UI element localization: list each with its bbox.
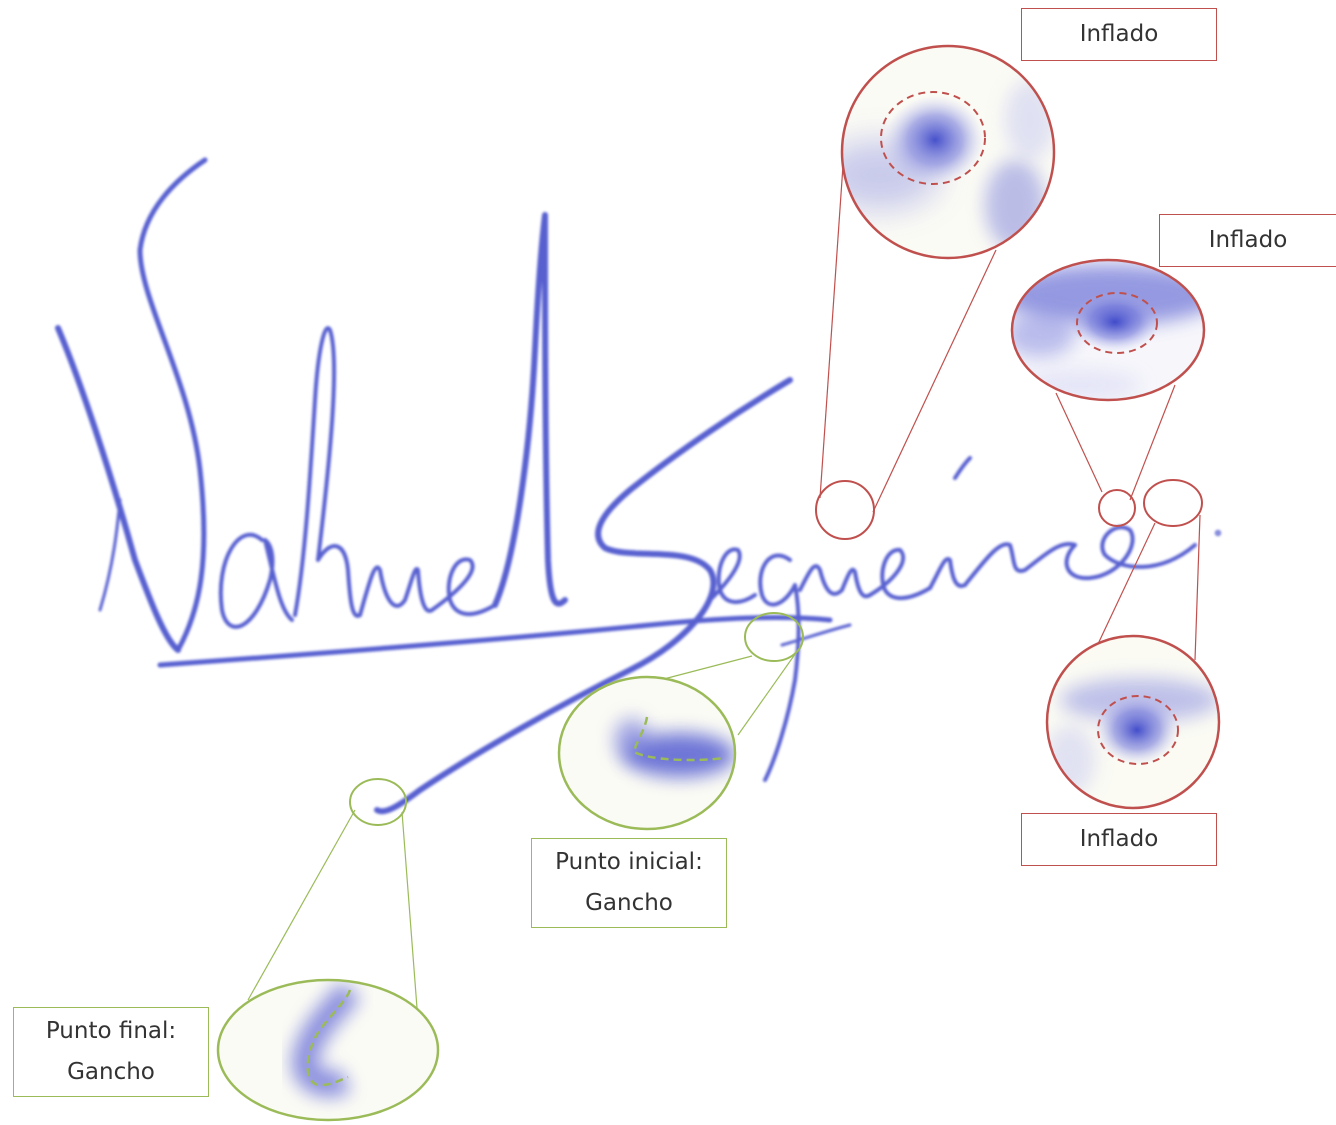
label-text-line1: Punto final: <box>46 1011 176 1052</box>
label-inflado-right: Inflado <box>1159 214 1336 267</box>
label-punto-inicial: Punto inicial: Gancho <box>531 838 727 928</box>
inflation-callout-bottom <box>1045 480 1225 815</box>
label-text-line2: Gancho <box>67 1052 155 1093</box>
inflation-source-circle <box>1144 480 1202 526</box>
hook-callout-start <box>555 613 803 835</box>
inflation-callout-top <box>816 45 1060 539</box>
label-text: Inflado <box>1080 819 1159 860</box>
label-text: Inflado <box>1209 220 1288 261</box>
hook-source-circle <box>745 613 803 661</box>
inflation-source-circle <box>816 481 874 539</box>
label-inflado-top: Inflado <box>1021 8 1217 61</box>
magnified-ink-sample <box>555 675 740 835</box>
inflation-callout-right <box>1000 255 1220 526</box>
hook-callout-end <box>215 779 440 1123</box>
label-text-line2: Gancho <box>585 883 673 924</box>
label-text: Inflado <box>1080 14 1159 55</box>
label-punto-final: Punto final: Gancho <box>13 1007 209 1097</box>
magnified-ink-sample <box>1000 255 1220 405</box>
label-text-line1: Punto inicial: <box>555 842 703 883</box>
label-inflado-bottom: Inflado <box>1021 813 1217 866</box>
inflation-source-circle <box>1099 490 1135 526</box>
